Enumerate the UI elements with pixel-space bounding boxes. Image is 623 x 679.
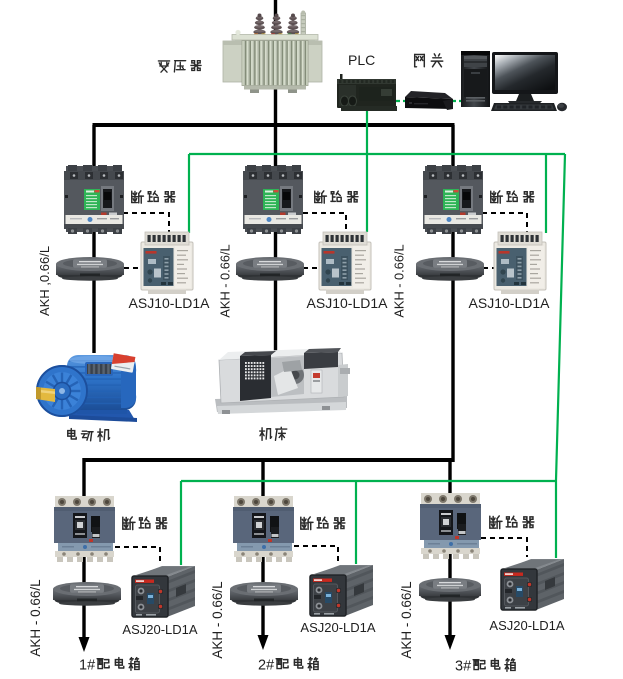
svg-text:ASJ10-LD1A: ASJ10-LD1A xyxy=(469,295,551,311)
svg-text:AKH - 0.66/L: AKH - 0.66/L xyxy=(399,581,414,659)
svg-text:3#: 3# xyxy=(455,659,471,675)
svg-text:ASJ10-LD1A: ASJ10-LD1A xyxy=(129,295,211,311)
svg-text:AKH - 0.66/L: AKH - 0.66/L xyxy=(28,579,43,657)
svg-text:AKH - 0.66/L: AKH - 0.66/L xyxy=(392,244,407,317)
svg-text:ASJ20-LD1A: ASJ20-LD1A xyxy=(122,622,197,637)
svg-text:AKH - 0.66/L: AKH - 0.66/L xyxy=(218,244,233,317)
svg-text:ASJ20-LD1A: ASJ20-LD1A xyxy=(300,620,375,635)
svg-text:ASJ20-LD1A: ASJ20-LD1A xyxy=(489,618,564,633)
svg-text:2#: 2# xyxy=(258,658,274,674)
svg-text:ASJ10-LD1A: ASJ10-LD1A xyxy=(307,295,389,311)
svg-text:AKH - 0.66/L: AKH - 0.66/L xyxy=(210,581,225,659)
svg-text:1#: 1# xyxy=(79,658,95,674)
svg-text:PLC: PLC xyxy=(348,52,375,68)
svg-text:AKH ,0.66/L: AKH ,0.66/L xyxy=(37,246,52,316)
